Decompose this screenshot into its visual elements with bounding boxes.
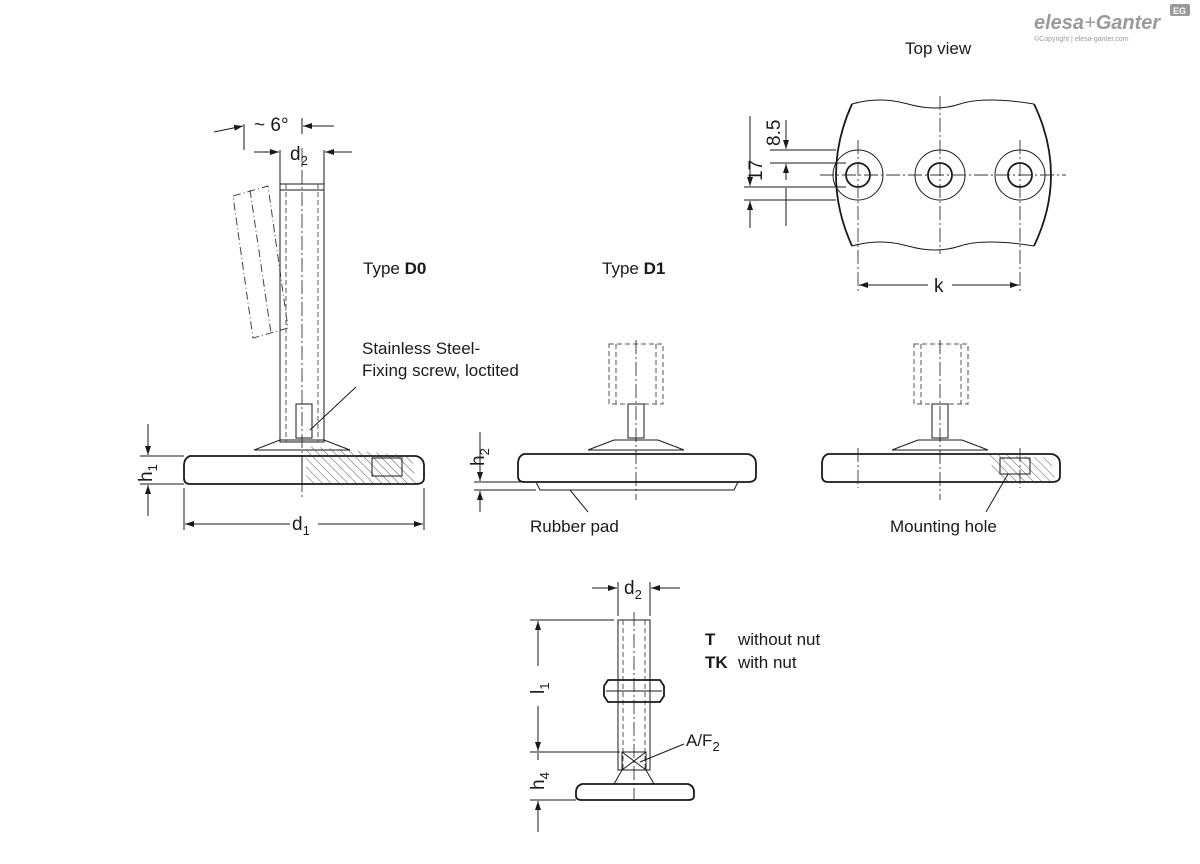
mounting-hole-view [821, 340, 1061, 513]
stud-foot [575, 783, 695, 801]
fixing-screw-label-2: Fixing screw, loctited [362, 361, 519, 380]
hex-nut [603, 679, 665, 703]
type-d0-view: ~ 6° d2 h1 d1 [136, 115, 425, 538]
legend-t-code: T [705, 630, 716, 649]
brand-logo: elesa+Ganter EG ©Copyright | elesa-gante… [1034, 4, 1190, 43]
variant-legend: T without nut TK with nut [705, 630, 820, 672]
rubber-pad-label: Rubber pad [530, 517, 619, 536]
dim-17: 17 [746, 160, 767, 181]
rubber-pad [535, 481, 739, 491]
dim-h2: h2 [468, 448, 492, 466]
copyright: ©Copyright | elesa-ganter.com [1034, 35, 1129, 43]
mounting-hole-label: Mounting hole [890, 517, 997, 536]
dim-d2: d2 [290, 144, 308, 168]
type-d1-label: Type D1 [602, 259, 665, 278]
dim-k: k [934, 276, 944, 297]
dim-h4: h4 [528, 772, 552, 790]
dim-h1: h1 [136, 464, 160, 482]
dim-d2-stud: d2 [624, 578, 642, 602]
type-d0-label: Type D0 [363, 259, 426, 278]
stud-view: A/F2 d2 l1 h4 [528, 578, 720, 832]
dim-8-5: 8.5 [764, 120, 785, 146]
dim-angle: ~ 6° [254, 115, 289, 136]
legend-tk-code: TK [705, 653, 728, 672]
top-view: k 8.5 17 [744, 96, 1066, 297]
dim-d1: d1 [292, 514, 310, 538]
af-label: A/F2 [686, 731, 720, 754]
top-view-label: Top view [905, 39, 972, 58]
svg-text:elesa+Ganter: elesa+Ganter [1034, 12, 1161, 34]
legend-tk-desc: with nut [737, 653, 797, 672]
fixing-screw-leader [309, 386, 357, 431]
legend-t-desc: without nut [737, 630, 820, 649]
type-d1-view: h2 [468, 340, 757, 513]
dim-l1: l1 [528, 683, 552, 694]
svg-text:EG: EG [1173, 6, 1186, 16]
d1-base [517, 453, 757, 483]
fixing-screw-label-1: Stainless Steel- [362, 339, 480, 358]
